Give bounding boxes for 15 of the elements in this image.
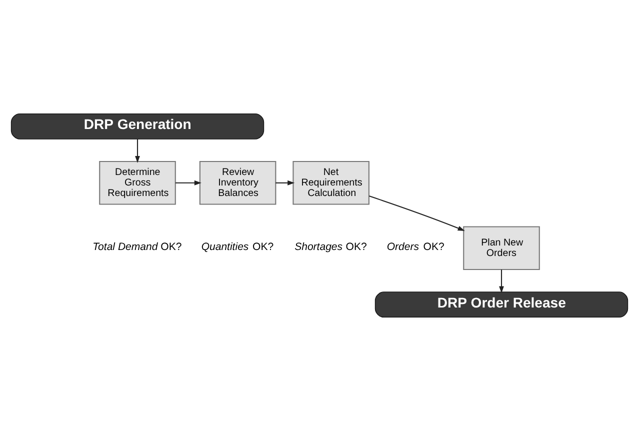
- arrow: [176, 180, 202, 186]
- node-box: Net Requirements Calculation: [292, 160, 370, 205]
- node-box: DRP Order Release: [374, 292, 628, 318]
- arrow: [276, 180, 295, 186]
- arrow: [135, 139, 140, 163]
- node-box: Review Inventory Balances: [199, 160, 276, 205]
- node-label: Quantities OK?: [201, 240, 274, 253]
- node-box: Determine Gross Requirements: [99, 160, 176, 205]
- node-box: Plan New Orders: [463, 226, 540, 270]
- node-label: Orders OK?: [386, 240, 444, 253]
- node-box: DRP Generation: [10, 113, 264, 140]
- node-label: Total Demand OK?: [92, 240, 182, 253]
- arrow: [499, 270, 504, 294]
- arrow: [369, 196, 465, 231]
- node-label: Shortages OK?: [294, 240, 367, 253]
